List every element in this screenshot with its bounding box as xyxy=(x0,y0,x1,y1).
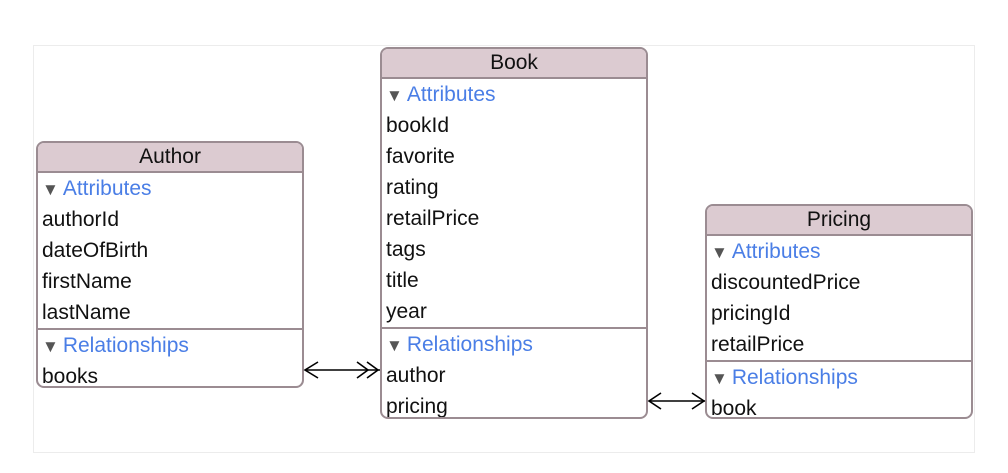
attribute-row[interactable]: tags xyxy=(386,238,426,261)
entity-title: Pricing xyxy=(707,206,971,236)
section-divider xyxy=(707,360,971,362)
disclosure-triangle-icon[interactable]: ▼ xyxy=(42,337,59,356)
attribute-row[interactable]: retailPrice xyxy=(711,333,805,356)
attribute-row[interactable]: rating xyxy=(386,176,439,199)
attribute-row[interactable]: bookId xyxy=(386,114,450,137)
attribute-row[interactable]: title xyxy=(386,269,419,292)
relationship-row[interactable]: books xyxy=(42,365,99,388)
relationship-row[interactable]: book xyxy=(711,397,757,419)
disclosure-triangle-icon[interactable]: ▼ xyxy=(711,369,728,388)
relationships-section-header[interactable]: ▼Relationships xyxy=(38,330,302,361)
relationship-row[interactable]: pricing xyxy=(386,395,448,418)
disclosure-triangle-icon[interactable]: ▼ xyxy=(386,336,403,355)
connector-book-pricing[interactable] xyxy=(647,392,706,410)
disclosure-triangle-icon[interactable]: ▼ xyxy=(42,180,59,199)
arrowhead-single-icon xyxy=(303,361,319,379)
attribute-row[interactable]: retailPrice xyxy=(386,207,480,230)
relationship-row[interactable]: author xyxy=(386,364,446,387)
relationships-section-header[interactable]: ▼Relationships xyxy=(382,329,646,360)
entity-pricing[interactable]: Pricing ▼Attributes discountedPrice pric… xyxy=(705,204,973,419)
arrowhead-single-icon xyxy=(691,392,706,410)
section-divider xyxy=(38,328,302,330)
section-divider xyxy=(382,327,646,329)
section-label: Attributes xyxy=(731,240,821,263)
section-label: Relationships xyxy=(731,366,858,389)
entity-book[interactable]: Book ▼Attributes bookId favorite rating … xyxy=(380,47,648,419)
entity-title: Author xyxy=(38,143,302,173)
attributes-section-header[interactable]: ▼Attributes xyxy=(707,236,971,267)
attributes-section-header[interactable]: ▼Attributes xyxy=(382,79,646,110)
arrowhead-double-icon xyxy=(366,361,380,379)
section-label: Relationships xyxy=(406,333,533,356)
attribute-row[interactable]: dateOfBirth xyxy=(42,239,149,262)
arrowhead-double-icon xyxy=(356,361,370,379)
entity-title: Book xyxy=(382,49,646,79)
entity-author[interactable]: Author ▼Attributes authorId dateOfBirth … xyxy=(36,141,304,388)
connector-author-book[interactable] xyxy=(303,361,380,379)
attribute-row[interactable]: firstName xyxy=(42,270,132,293)
section-label: Attributes xyxy=(406,83,496,106)
arrowhead-single-icon xyxy=(647,392,662,410)
relationships-section-header[interactable]: ▼Relationships xyxy=(707,362,971,393)
attribute-row[interactable]: authorId xyxy=(42,208,120,231)
disclosure-triangle-icon[interactable]: ▼ xyxy=(386,86,403,105)
attribute-row[interactable]: year xyxy=(386,300,427,323)
section-label: Attributes xyxy=(62,177,152,200)
attribute-row[interactable]: discountedPrice xyxy=(711,271,861,294)
attributes-section-header[interactable]: ▼Attributes xyxy=(38,173,302,204)
disclosure-triangle-icon[interactable]: ▼ xyxy=(711,243,728,262)
section-label: Relationships xyxy=(62,334,189,357)
attribute-row[interactable]: favorite xyxy=(386,145,455,168)
attribute-row[interactable]: pricingId xyxy=(711,302,791,325)
attribute-row[interactable]: lastName xyxy=(42,301,131,324)
